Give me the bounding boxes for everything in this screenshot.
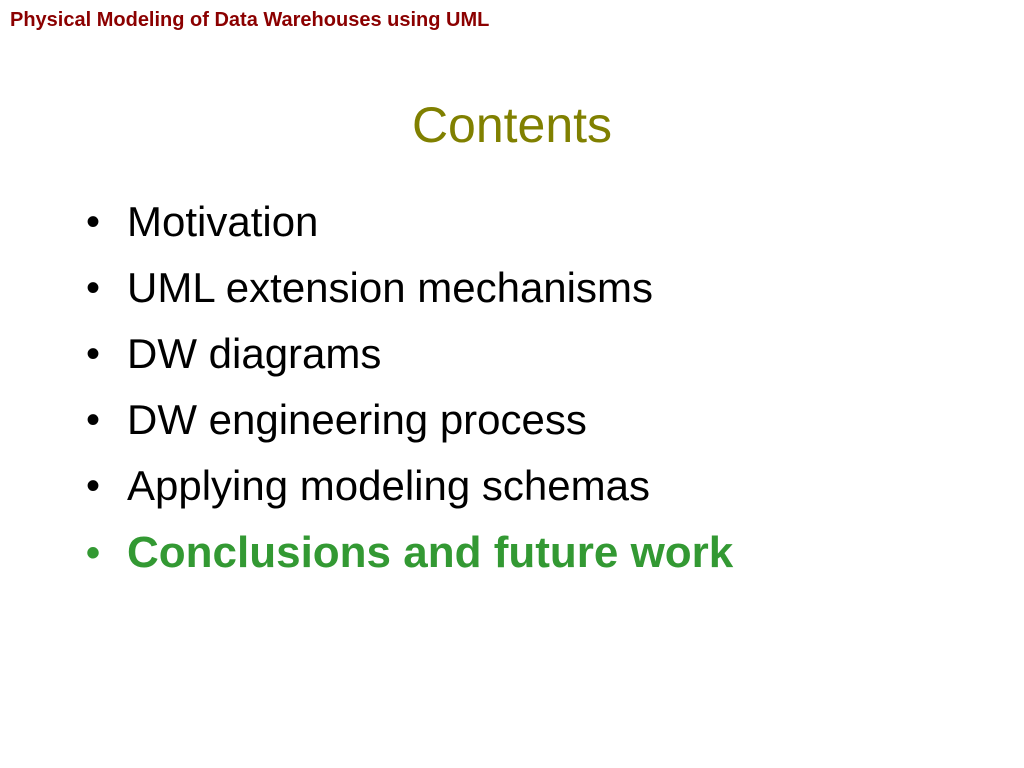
list-item-label: DW diagrams	[127, 330, 382, 377]
bullet-icon: •	[86, 464, 101, 508]
list-item-conclusions: • Conclusions and future work	[86, 520, 733, 586]
slide-header: Physical Modeling of Data Warehouses usi…	[10, 9, 490, 31]
list-item-label: Motivation	[127, 198, 319, 245]
bullet-icon: •	[86, 266, 101, 310]
bullet-icon: •	[86, 200, 101, 244]
list-item-modeling-schemas: • Applying modeling schemas	[86, 454, 733, 520]
list-item-motivation: • Motivation	[86, 190, 733, 256]
contents-list: • Motivation • UML extension mechanisms …	[86, 190, 733, 586]
list-item-label: Conclusions and future work	[127, 528, 734, 577]
bullet-icon: •	[86, 398, 101, 442]
list-item-dw-engineering: • DW engineering process	[86, 388, 733, 454]
list-item-label: DW engineering process	[127, 396, 587, 443]
list-item-label: UML extension mechanisms	[127, 264, 653, 311]
slide-title: Contents	[411, 97, 613, 153]
list-item-dw-diagrams: • DW diagrams	[86, 322, 733, 388]
bullet-icon: •	[86, 332, 101, 376]
list-item-label: Applying modeling schemas	[127, 462, 650, 509]
list-item-uml-extension: • UML extension mechanisms	[86, 256, 733, 322]
bullet-icon: •	[86, 531, 101, 575]
